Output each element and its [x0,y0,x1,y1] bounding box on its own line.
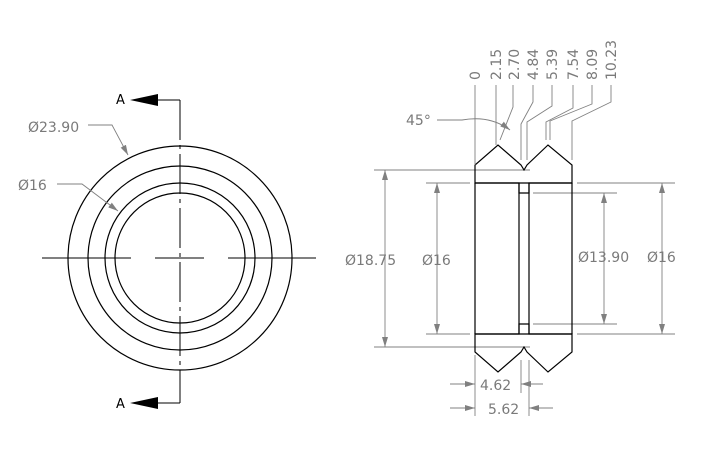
dim-16-left: Ø16 [422,253,451,269]
section-label-bottom: A [116,397,125,412]
position-label: 0 [468,71,484,80]
front-view: A A Ø23.90 Ø16 [18,93,316,412]
section-arrow-top-icon [130,94,158,106]
section-hatch-top [474,144,573,194]
position-label: 10.23 [604,40,620,80]
section-label-top: A [116,93,125,108]
position-label: 7.54 [566,49,582,80]
position-label: 2.70 [507,49,523,80]
position-label: 4.84 [526,49,542,80]
position-labels: 0 2.15 2.70 4.84 5.39 7.54 8.09 10.23 [468,40,620,80]
position-leaders [474,85,612,165]
dim-inner-diameter: Ø16 [18,178,47,194]
dimension-lines [374,169,675,416]
section-arrow-bottom-icon [130,397,158,409]
dim-5-62: 5.62 [488,402,519,418]
leader-inner [57,183,119,212]
angle-label: 45° [406,113,431,129]
position-label: 2.15 [489,49,505,80]
angle-leader [437,118,511,131]
dim-4-62: 4.62 [480,378,511,394]
leader-outer [88,124,129,156]
position-label: 5.39 [545,49,561,80]
section-hatch-bottom [474,323,573,373]
dim-18-75: Ø18.75 [345,253,396,269]
dim-16-right: Ø16 [647,250,676,266]
dim-13-90: Ø13.90 [578,250,629,266]
section-view: 0 2.15 2.70 4.84 5.39 7.54 8.09 10.23 45… [345,40,676,418]
section-body-lines [474,182,573,335]
dim-outer-diameter: Ø23.90 [28,120,79,136]
position-label: 8.09 [585,49,601,80]
